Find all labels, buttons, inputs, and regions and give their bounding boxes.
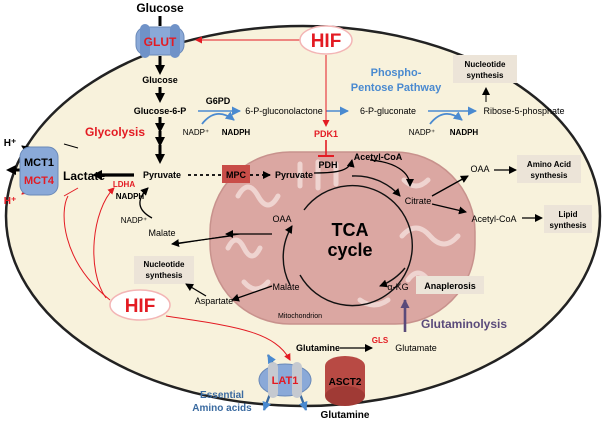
oaa-mito-label: OAA xyxy=(272,214,291,224)
essential-aa-2: Amino acids xyxy=(192,403,252,414)
tca-cycle-arc xyxy=(299,184,413,307)
asct2-label: ASCT2 xyxy=(329,377,362,388)
glucose-in-label: Glucose xyxy=(142,75,178,85)
pyruvate-mito-label: Pyruvate xyxy=(275,170,313,180)
g6pd-label: G6PD xyxy=(206,96,231,106)
pdh-label: PDH xyxy=(318,160,337,170)
hif-bottom-label: HIF xyxy=(125,296,156,317)
mitochondrion-label: Mitochondrion xyxy=(278,313,322,320)
malate-mito-label: Malate xyxy=(272,282,299,292)
nuc-syn-left-2: synthesis xyxy=(146,271,183,280)
oaa-cyto-label: OAA xyxy=(470,164,489,174)
hif-bottom-oval xyxy=(109,289,171,321)
aa-syn-1: Amino Acid xyxy=(527,160,571,169)
glutamate-label: Glutamate xyxy=(395,343,437,353)
glucose6p-label: Glucose-6-P xyxy=(134,106,187,116)
anaplerosis-label: Anaplerosis xyxy=(424,281,476,291)
lipid-synthesis-box xyxy=(544,205,592,233)
amino-acid-synthesis-box xyxy=(517,155,581,183)
nuc-syn-top-2: synthesis xyxy=(467,71,504,80)
ldha-label: LDHA xyxy=(113,180,135,189)
essential-aa-1: Essential xyxy=(200,390,244,401)
glutaminolysis-title: Glutaminolysis xyxy=(421,317,507,331)
mct-transporter xyxy=(19,146,59,196)
lat1-label: LAT1 xyxy=(272,375,299,387)
tca-title-2: cycle xyxy=(327,240,372,260)
glutamine-in-label: Glutamine xyxy=(296,343,340,353)
ppp-title-1: Phospho- xyxy=(371,67,422,79)
pyruvate-label: Pyruvate xyxy=(143,170,181,180)
acetylcoa-mito-label: Acetyl-CoA xyxy=(354,152,403,162)
nucleotide-synthesis-box-top xyxy=(453,55,517,83)
asct2-transporter xyxy=(325,356,365,406)
aspartate-label: Aspartate xyxy=(195,296,234,306)
h-plus-bottom-label: H⁺ xyxy=(4,196,17,207)
malate-cyto-label: Malate xyxy=(148,228,175,238)
nuc-syn-left-1: Nucleotide xyxy=(144,260,185,269)
nadp-label-1: NADP⁺ xyxy=(183,128,209,137)
gls-label: GLS xyxy=(372,336,389,345)
hif-top-oval xyxy=(299,25,353,55)
citrate-label: Citrate xyxy=(405,196,432,206)
anaplerosis-box xyxy=(416,276,484,294)
glutamine-out-label: Glutamine xyxy=(321,410,370,421)
nucleotide-synthesis-box-left xyxy=(134,256,194,284)
glucose-top-label: Glucose xyxy=(136,1,184,15)
ppp-title-2: Pentose Pathway xyxy=(351,82,442,94)
nadph-label-3: NADPH xyxy=(116,192,145,201)
tca-title-1: TCA xyxy=(332,220,369,240)
aa-syn-2: synthesis xyxy=(531,171,568,180)
pdk1-label: PDK1 xyxy=(314,129,338,139)
hif-top-label: HIF xyxy=(311,31,342,52)
mct4-label: MCT4 xyxy=(24,175,55,187)
lactate-label: Lactate xyxy=(63,169,105,183)
acetylcoa-cyto-label: Acetyl-CoA xyxy=(471,214,516,224)
nadp-label-2: NADP⁺ xyxy=(409,128,435,137)
mpc-label: MPC xyxy=(226,170,247,180)
mct1-label: MCT1 xyxy=(24,157,54,169)
nuc-syn-top-1: Nucleotide xyxy=(465,60,506,69)
lat1-transporter xyxy=(258,362,312,398)
mpc-box xyxy=(222,165,250,183)
ribose-label: Ribose-5-phosphate xyxy=(483,106,564,116)
glut-label: GLUT xyxy=(144,35,177,49)
gluconate-label: 6-P-gluconate xyxy=(360,106,416,116)
nadph-label-1: NADPH xyxy=(222,128,251,137)
lipid-syn-1: Lipid xyxy=(558,210,577,219)
nadp-label-3: NADP⁺ xyxy=(121,216,147,225)
lipid-syn-2: synthesis xyxy=(550,221,587,230)
akg-label: α-KG xyxy=(387,282,408,292)
nadph-label-2: NADPH xyxy=(450,128,479,137)
glycolysis-title: Glycolysis xyxy=(85,125,145,139)
h-plus-top-label: H⁺ xyxy=(4,138,17,149)
gluconolactone-label: 6-P-gluconolactone xyxy=(245,106,323,116)
glut-transporter xyxy=(135,24,185,58)
